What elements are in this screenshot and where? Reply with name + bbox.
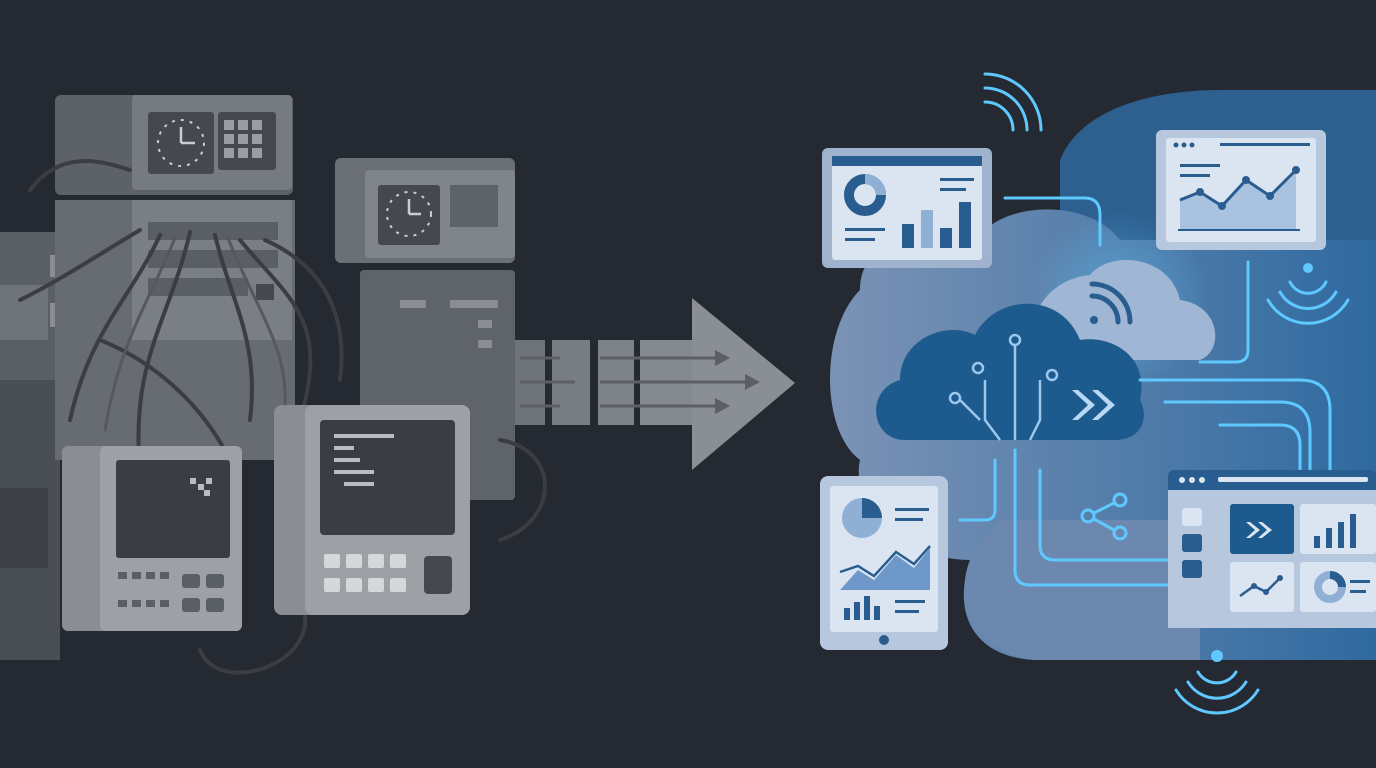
circuit-icon (948, 333, 1059, 441)
migration-arrow (515, 298, 795, 470)
clock-icon (386, 191, 432, 237)
cable-icon (18, 159, 547, 675)
line-chart-icon (1178, 166, 1300, 231)
wifi-icon (983, 72, 1043, 132)
cloud-icon (1032, 260, 1216, 360)
terminal-screen-icon (116, 460, 230, 558)
keypad-icon (224, 120, 262, 158)
donut-chart-icon (844, 174, 886, 216)
pie-chart-icon (842, 498, 882, 538)
analytics-tablet (820, 476, 948, 650)
fast-forward-icon (1246, 522, 1272, 538)
cloud-icon (876, 303, 1144, 440)
legacy-hardware-group (0, 95, 547, 675)
bar-chart-icon (1314, 514, 1356, 548)
wifi-icon (1174, 650, 1260, 715)
dashboard-tablet (822, 148, 992, 268)
keypad-icon (324, 554, 406, 592)
wifi-icon (1089, 281, 1133, 325)
donut-chart-icon (1314, 571, 1346, 603)
cloud-platform-group (820, 72, 1376, 715)
line-chart-tablet (1156, 130, 1326, 250)
clock-icon (157, 119, 205, 167)
share-icon (1080, 492, 1128, 541)
wifi-icon (1266, 263, 1350, 325)
fast-forward-icon (1072, 390, 1115, 420)
dashboard-window (1168, 470, 1376, 628)
bar-chart-icon (844, 596, 880, 620)
keypad-icon (118, 572, 224, 612)
line-chart-icon (1239, 575, 1283, 598)
bar-chart-icon (902, 202, 971, 248)
